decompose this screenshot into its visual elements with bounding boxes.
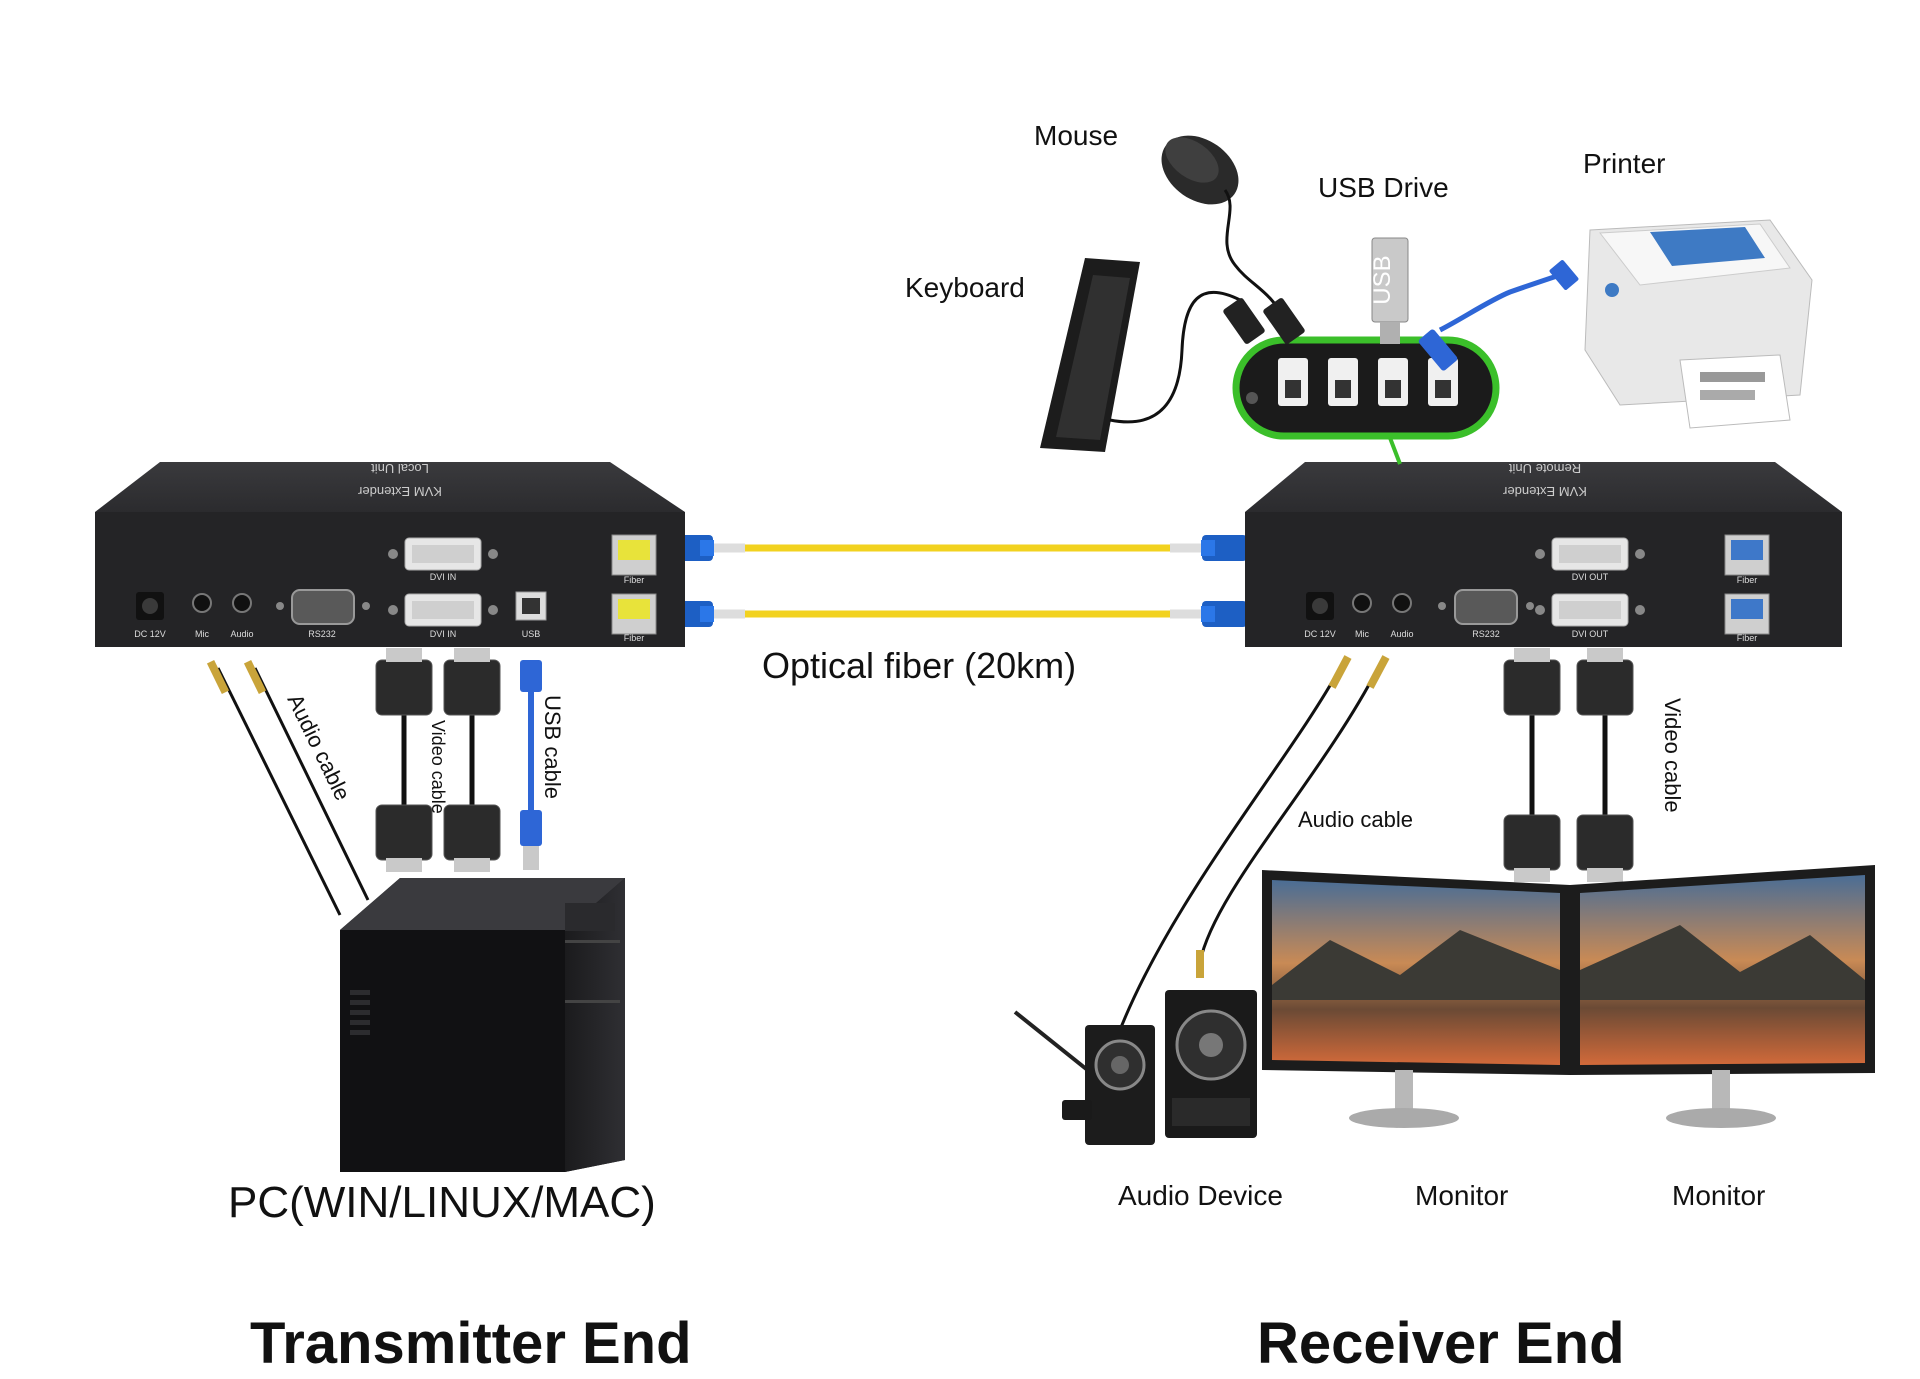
tx-label-dvi-in-1: DVI IN xyxy=(430,572,457,582)
receiver-end-title: Receiver End xyxy=(1257,1311,1625,1376)
tx-port-audio xyxy=(232,593,252,613)
rx-label-audio: Audio xyxy=(1390,629,1413,639)
tx-label-rs232: RS232 xyxy=(308,629,336,639)
rx-top-title: KVM Extender xyxy=(1502,484,1586,499)
tx-top-subtitle: Local Unit xyxy=(371,461,429,476)
tx-top-title: KVM Extender xyxy=(357,484,441,499)
rx-label-dc12v: DC 12V xyxy=(1304,629,1336,639)
optical-fiber-label: Optical fiber (20km) xyxy=(762,645,1077,686)
tx-label-fiber-2: Fiber xyxy=(624,633,645,643)
usb-drive-label: USB Drive xyxy=(1318,172,1449,203)
rx-port-fiber-2 xyxy=(1724,593,1770,635)
usb-cable-label: USB cable xyxy=(540,695,565,799)
rx-port-fiber-1 xyxy=(1724,534,1770,576)
rx-port-dvi-out-1 xyxy=(1535,537,1645,571)
rx-port-mic xyxy=(1352,593,1372,613)
optical-fiber-cables xyxy=(668,535,1247,627)
transmitter-end-title: Transmitter End xyxy=(250,1311,692,1376)
mouse-label: Mouse xyxy=(1034,120,1119,151)
tx-port-fiber-1 xyxy=(611,534,657,576)
rx-label-fiber-2: Fiber xyxy=(1737,633,1758,643)
rx-audio-cable-label: Audio cable xyxy=(1298,807,1413,832)
pc-label: PC(WIN/LINUX/MAC) xyxy=(228,1178,656,1227)
monitor-right xyxy=(1570,865,1875,1128)
tx-port-usb xyxy=(515,591,547,621)
rx-label-rs232: RS232 xyxy=(1472,629,1500,639)
keyboard-label: Keyboard xyxy=(905,272,1025,303)
tx-port-fiber-2 xyxy=(611,593,657,635)
tx-usb-cable xyxy=(520,660,542,870)
usb-hub xyxy=(1232,336,1500,440)
usb-drive-text: USB xyxy=(1369,255,1396,304)
transmitter-unit: KVM Extender Local Unit DC 12V Mic Audio… xyxy=(95,461,685,647)
monitor-left xyxy=(1262,870,1570,1128)
rx-top-subtitle: Remote Unit xyxy=(1508,461,1581,476)
tx-label-mic: Mic xyxy=(195,629,209,639)
rx-label-mic: Mic xyxy=(1355,629,1369,639)
rx-port-dc12v xyxy=(1306,592,1334,620)
rx-label-dvi-out-1: DVI OUT xyxy=(1572,572,1609,582)
monitor-1-label: Monitor xyxy=(1415,1180,1509,1211)
tx-port-dvi-in-1 xyxy=(388,537,498,571)
tx-video-cable-label: Video cable xyxy=(428,720,448,814)
tx-label-dc12v: DC 12V xyxy=(134,629,166,639)
tx-label-dvi-in-2: DVI IN xyxy=(430,629,457,639)
tx-port-dc12v xyxy=(136,592,164,620)
rx-port-audio xyxy=(1392,593,1412,613)
monitor-2-label: Monitor xyxy=(1672,1180,1766,1211)
pc-tower xyxy=(340,878,625,1172)
rx-port-rs232 xyxy=(1438,589,1534,625)
tx-label-audio: Audio xyxy=(230,629,253,639)
fiber-connector-rx-1 xyxy=(1201,535,1247,561)
tx-video-cables xyxy=(375,648,501,872)
rx-video-cables xyxy=(1503,648,1634,882)
rx-video-cable-label: Video cable xyxy=(1660,698,1685,813)
printer-device xyxy=(1418,219,1813,429)
tx-port-rs232 xyxy=(276,589,370,625)
tx-port-dvi-in-2 xyxy=(388,593,498,627)
tx-audio-cables xyxy=(206,659,370,916)
tx-port-mic xyxy=(192,593,212,613)
audio-device-speakers xyxy=(1013,990,1257,1145)
receiver-unit: KVM Extender Remote Unit DC 12V Mic Audi… xyxy=(1245,461,1842,647)
printer-label: Printer xyxy=(1583,148,1666,179)
audio-device-label: Audio Device xyxy=(1118,1180,1283,1211)
keyboard-device xyxy=(1040,258,1265,452)
usb-drive-device: USB xyxy=(1369,237,1409,344)
fiber-connector-rx-2 xyxy=(1201,601,1247,627)
mouse-device xyxy=(1161,135,1305,344)
rx-label-fiber-1: Fiber xyxy=(1737,575,1758,585)
rx-label-dvi-out-2: DVI OUT xyxy=(1572,629,1609,639)
rx-port-dvi-out-2 xyxy=(1535,593,1645,627)
tx-label-usb: USB xyxy=(522,629,541,639)
rx-audio-cables xyxy=(1116,655,1390,1036)
tx-label-fiber-1: Fiber xyxy=(624,575,645,585)
